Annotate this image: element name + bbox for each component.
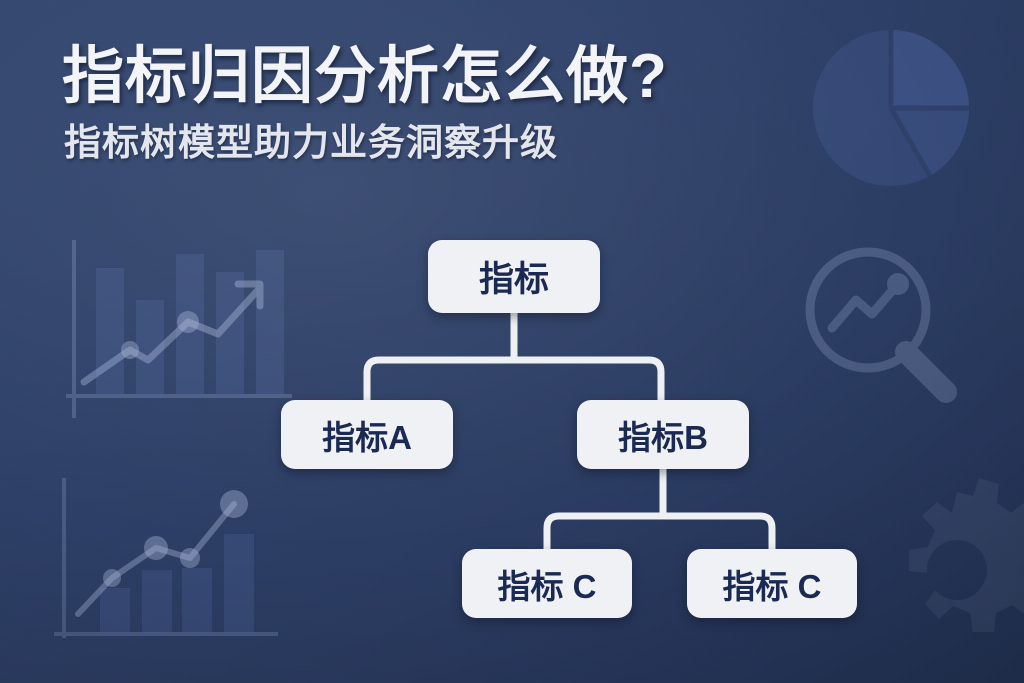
tree-node-c1-label: 指标 C xyxy=(497,567,597,605)
tree-node-a-label: 指标A xyxy=(322,418,412,456)
heading-block: 指标归因分析怎么做? 指标树模型助力业务洞察升级 xyxy=(62,42,668,164)
tree-node-c2-label: 指标 C xyxy=(722,567,822,605)
page-subtitle: 指标树模型助力业务洞察升级 xyxy=(64,121,558,163)
tree-node-root[interactable]: 指标 xyxy=(428,240,600,313)
tree-node-c2[interactable]: 指标 C xyxy=(687,549,857,618)
tree-node-root-label: 指标 xyxy=(478,260,549,299)
tree-node-b-label: 指标B xyxy=(618,418,708,456)
tree-node-b[interactable]: 指标B xyxy=(577,400,749,469)
tree-node-a[interactable]: 指标A xyxy=(281,400,453,469)
tree-node-c1[interactable]: 指标 C xyxy=(462,549,632,618)
page-title: 指标归因分析怎么做? xyxy=(62,42,668,111)
